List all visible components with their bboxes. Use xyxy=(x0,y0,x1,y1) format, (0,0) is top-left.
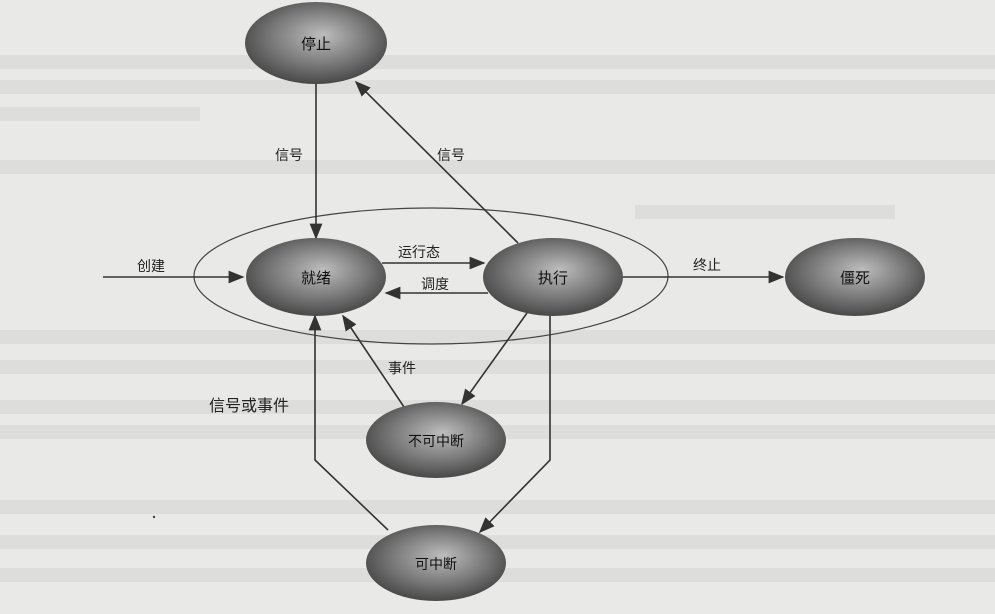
node-label: 可中断 xyxy=(415,557,457,573)
arrow-running-to-interruptible xyxy=(478,313,551,534)
bleed-through-text-line xyxy=(0,160,995,174)
node-label: 不可中断 xyxy=(408,434,464,450)
label-run-state: 运行态 xyxy=(398,245,440,261)
node-label: 僵死 xyxy=(840,269,870,287)
label-event: 事件 xyxy=(388,361,416,377)
label-create: 创建 xyxy=(137,259,165,275)
label-signal-right: 信号 xyxy=(437,148,465,164)
node-label: 就绪 xyxy=(301,269,331,287)
arrow-running-to-stopped xyxy=(354,80,519,244)
node-ready: 就绪 xyxy=(246,238,386,316)
node-stopped: 停止 xyxy=(245,2,387,84)
node-zombie: 僵死 xyxy=(785,238,925,316)
label-terminate: 终止 xyxy=(693,258,721,274)
node-interruptible: 可中断 xyxy=(366,525,506,601)
node-label: 执行 xyxy=(538,269,568,287)
label-signal-left: 信号 xyxy=(275,148,303,164)
bleed-through-text-line xyxy=(0,55,995,69)
running-group-ellipse xyxy=(193,207,669,345)
node-uninterruptible: 不可中断 xyxy=(366,402,506,478)
node-running: 执行 xyxy=(483,238,623,316)
arrow-uninterruptible-to-ready xyxy=(342,314,405,408)
node-label: 停止 xyxy=(301,35,331,53)
bleed-through-text-line xyxy=(0,535,995,549)
bleed-through-text-line xyxy=(0,360,995,374)
arrow-interruptible-to-ready xyxy=(308,314,389,531)
bleed-through-text-line xyxy=(0,330,995,344)
bleed-through-text-line xyxy=(0,80,995,94)
label-signal-or-event: 信号或事件 xyxy=(209,396,289,415)
label-schedule: 调度 xyxy=(421,277,449,293)
bleed-through-text-line xyxy=(635,205,895,219)
speck xyxy=(152,515,156,519)
arrow-running-to-uninterruptible xyxy=(461,312,528,406)
bleed-through-text-line xyxy=(0,400,995,414)
bleed-through-text-line xyxy=(0,500,995,514)
bleed-through-text-line xyxy=(0,107,200,121)
